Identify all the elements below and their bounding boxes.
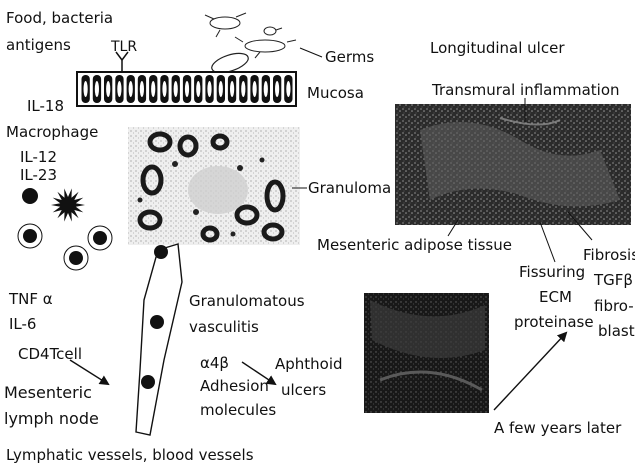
label-ulcers: ulcers [281,381,326,399]
epithelial-cell-nucleus [264,81,268,97]
germs-icon [205,13,296,76]
label-mucosa: Mucosa [307,84,364,102]
label-fissuring: Fissuring [519,263,585,281]
cd4-arrow [70,360,108,384]
epithelial-cell-nucleus [129,81,133,97]
progression-arrow [494,333,566,410]
epithelial-cell-nucleus [174,81,178,97]
label-tgf: TGFβ [594,271,633,289]
label-adhesion: Adhesion [200,377,269,395]
label-cd4: CD4Tcell [18,345,82,363]
epithelial-cell-nucleus [253,81,257,97]
epithelial-cell-nucleus [230,81,234,97]
label-aphthoid: Aphthoid [275,355,343,373]
label-proteinase: proteinase [514,313,594,331]
label-il6: IL-6 [9,315,36,333]
epithelial-cell-nucleus [207,81,211,97]
label-mesenteric: Mesenteric [4,384,92,402]
immune-cells-icon [18,188,112,270]
label-il23: IL-23 [20,166,57,184]
label-macrophage: Macrophage [6,123,98,141]
label-blast: blast [598,322,635,340]
label-granuloma: Granuloma [308,179,391,197]
later-stage-photo [364,293,489,413]
label-il18: IL-18 [27,97,64,115]
epithelial-cell-nucleus [106,81,110,97]
label-germs: Germs [325,48,374,66]
label-ecm: ECM [539,288,572,306]
fissuring-pointer [540,222,555,262]
epithelial-cell-nucleus [151,81,155,97]
label-molecules: molecules [200,401,276,419]
label-granulomatous: Granulomatous [189,292,305,310]
label-il12: IL-12 [20,148,57,166]
epithelial-cell-nucleus [140,81,144,97]
epithelial-cell-nucleus [95,81,99,97]
label-food: Food, bacteria [6,9,113,27]
label-antigens: antigens [6,36,71,54]
label-lymphatic: Lymphatic vessels, blood vessels [6,446,254,464]
label-few-years: A few years later [494,419,621,437]
label-mesenteric-adipose: Mesenteric adipose tissue [317,236,512,254]
label-fibro: fibro- [594,297,634,315]
label-longitudinal-ulcer: Longitudinal ulcer [430,39,565,57]
activated-macrophage-icon [51,188,85,221]
epithelial-cell-nucleus [117,81,121,97]
epithelial-cell-nucleus [84,81,88,97]
label-lymph-node: lymph node [4,410,99,428]
transmural-inflammation-photo [395,104,631,225]
epithelial-cell-nucleus [241,81,245,97]
granuloma-histology-image [128,127,300,245]
epithelial-cell-nucleus [162,81,166,97]
lymphatic-vessel [136,244,182,435]
label-tlr: TLR [111,38,137,56]
label-vasculitis: vasculitis [189,318,259,336]
epithelial-cell-nucleus [219,81,223,97]
germs-pointer [300,48,322,57]
epithelial-cell-nucleus [196,81,200,97]
epithelial-cell-nucleus [286,81,290,97]
label-transmural: Transmural inflammation [432,81,620,99]
label-tnf: TNF α [9,290,53,308]
label-a4b: α4β [200,354,229,372]
epithelial-cell-nucleus [275,81,279,97]
mucosa-epithelium [77,72,296,106]
epithelial-cell-nucleus [185,81,189,97]
label-fibrosis: Fibrosis [583,246,635,264]
